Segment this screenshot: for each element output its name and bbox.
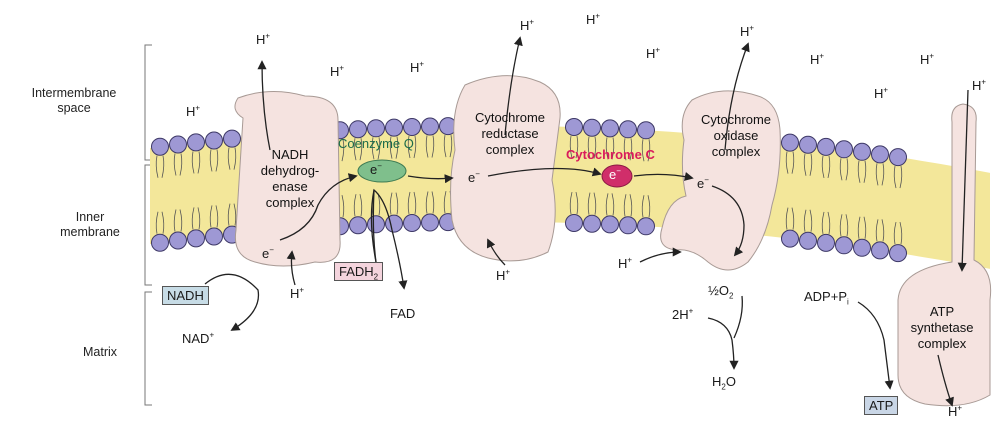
- electron-label: e−: [609, 167, 621, 182]
- lipid-head: [170, 232, 187, 249]
- lipid-head: [404, 215, 421, 232]
- proton-label: H+: [646, 46, 660, 61]
- lipid-head: [836, 237, 853, 254]
- proton-arrow: [640, 252, 680, 262]
- lipid-head: [404, 119, 421, 136]
- lipid-head: [368, 120, 385, 137]
- lipid-head: [800, 232, 817, 249]
- nadh-reaction-arrow: [205, 274, 258, 330]
- lipid-head: [818, 138, 835, 155]
- atp-reaction-arrow: [858, 302, 890, 388]
- fadh2-box: FADH2: [334, 262, 383, 281]
- fad-label: FAD: [390, 306, 415, 321]
- electron-label: e−: [697, 176, 709, 191]
- nadh-box: NADH: [162, 286, 209, 305]
- lipid-head: [350, 217, 367, 234]
- lipid-head: [188, 134, 205, 151]
- half-oxygen-label: ½O2: [708, 283, 733, 298]
- lipid-head: [854, 143, 871, 160]
- nadh-dehydrogenase-label: NADHdehydrog-enasecomplex: [240, 147, 340, 211]
- lipid-head: [602, 120, 619, 137]
- lipid-head: [872, 146, 889, 163]
- lipid-head: [422, 118, 439, 135]
- lipid-head: [152, 234, 169, 251]
- nad-label: NAD+: [182, 331, 214, 346]
- lipid-head: [368, 216, 385, 233]
- lipid-head: [872, 242, 889, 259]
- lipid-head: [584, 119, 601, 136]
- oxygen-reaction-arrow: [708, 318, 734, 368]
- proton-label: H+: [618, 256, 632, 271]
- cytochrome-c-label: Cytochrome C: [566, 147, 655, 162]
- lipid-head: [386, 215, 403, 232]
- intermembrane-bracket: [145, 45, 152, 160]
- proton-label: H+: [810, 52, 824, 67]
- matrix-label: Matrix: [60, 345, 140, 360]
- lipid-head: [836, 141, 853, 158]
- lipid-head: [584, 215, 601, 232]
- lipid-head: [224, 130, 241, 147]
- lipid-head: [890, 245, 907, 262]
- proton-label: H+: [496, 268, 510, 283]
- lipid-head: [638, 122, 655, 139]
- lipid-head: [890, 149, 907, 166]
- lipid-head: [818, 234, 835, 251]
- proton-label: H+: [410, 60, 424, 75]
- electron-label: e−: [468, 170, 480, 185]
- lipid-head: [602, 216, 619, 233]
- proton-label: H+: [186, 104, 200, 119]
- proton-label: H+: [586, 12, 600, 27]
- lipid-head: [152, 138, 169, 155]
- coenzyme-q-label: Coenzyme Q: [338, 136, 414, 151]
- lipid-head: [188, 230, 205, 247]
- lipid-head: [206, 228, 223, 245]
- lipid-head: [566, 119, 583, 136]
- matrix-bracket: [145, 292, 152, 405]
- oxygen-reaction-arrow: [734, 296, 742, 338]
- two-h-plus-label: 2H+: [672, 307, 693, 322]
- proton-label: H+: [256, 32, 270, 47]
- proton-label: H+: [972, 78, 986, 93]
- electron-label: e−: [262, 246, 274, 261]
- lipid-head: [620, 121, 637, 138]
- lipid-head: [638, 218, 655, 235]
- lipid-head: [782, 230, 799, 247]
- lipid-head: [386, 119, 403, 136]
- lipid-head: [854, 239, 871, 256]
- proton-label: H+: [920, 52, 934, 67]
- proton-label: H+: [520, 18, 534, 33]
- atp-box: ATP: [864, 396, 898, 415]
- water-label: H2O: [712, 374, 736, 389]
- proton-label: H+: [290, 286, 304, 301]
- lipid-head: [170, 136, 187, 153]
- proton-label: H+: [740, 24, 754, 39]
- lipid-head: [422, 214, 439, 231]
- adp-pi-label: ADP+Pi: [804, 289, 849, 304]
- proton-label: H+: [948, 404, 962, 419]
- electron-label: e−: [370, 162, 382, 177]
- lipid-head: [566, 215, 583, 232]
- coenzyme-q-carrier: [358, 160, 406, 182]
- proton-label: H+: [874, 86, 888, 101]
- lipid-head: [620, 217, 637, 234]
- lipid-head: [206, 132, 223, 149]
- proton-label: H+: [330, 64, 344, 79]
- lipid-head: [800, 136, 817, 153]
